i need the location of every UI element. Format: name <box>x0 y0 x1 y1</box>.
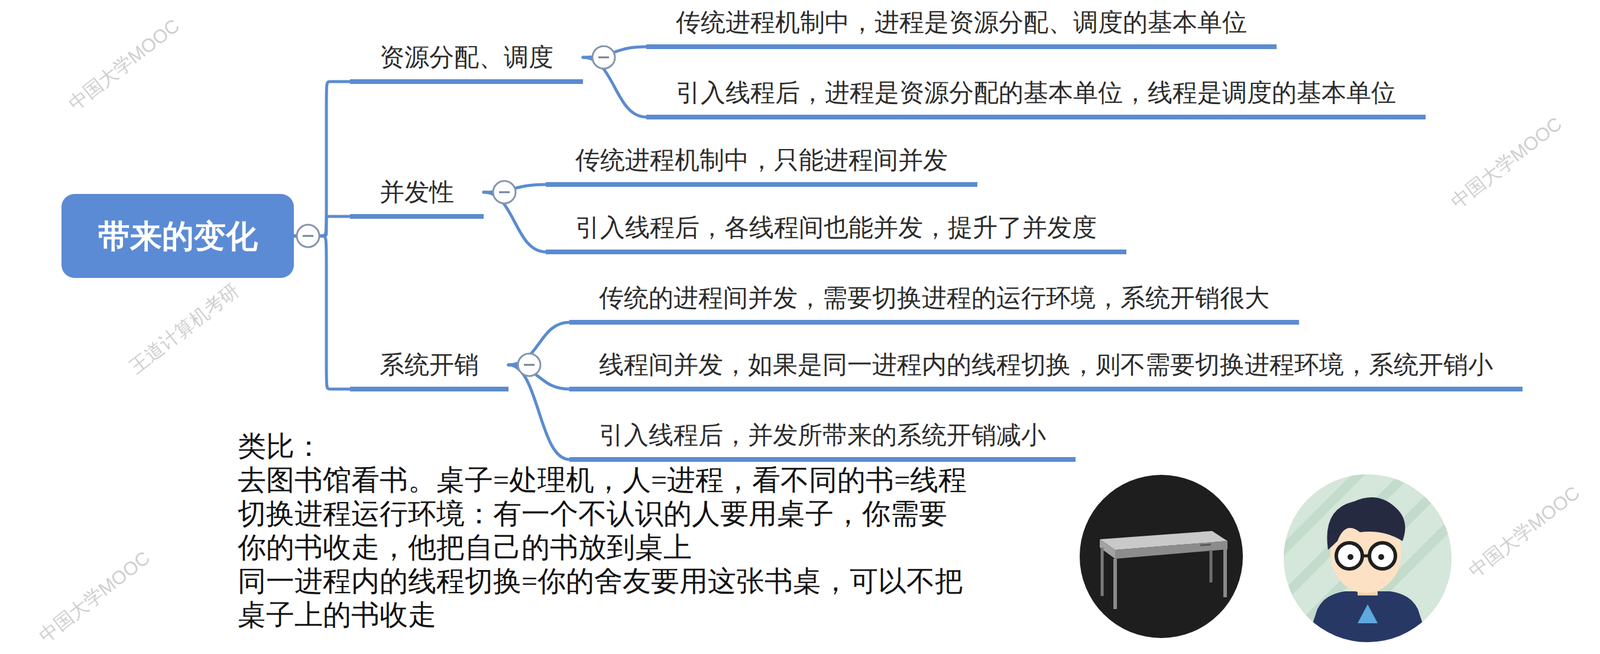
topic-text: 引入线程后，进程是资源分配的基本单位，线程是调度的基本单位 <box>675 79 1397 107</box>
toggle-minus <box>523 364 535 367</box>
topic-text: 引入线程后，各线程间也能并发，提升了并发度 <box>575 214 1097 242</box>
branch-connector <box>293 235 351 390</box>
root-topic: 带来的变化 <box>61 193 294 278</box>
branch-topic: 并发性 <box>350 176 484 219</box>
watermark: 王道计算机考研 <box>124 277 245 381</box>
person-icon-ground <box>1283 474 1452 643</box>
topic-text: 引入线程后，并发所带来的系统开销减小 <box>598 421 1046 449</box>
desk-leg <box>1209 549 1213 583</box>
collapse-toggle <box>296 224 320 248</box>
topic-text: 系统开销 <box>379 351 479 379</box>
topic-text: 线程间并发，如果是同一进程内的线程切换，则不需要切换进程环境，系统开销小 <box>598 351 1493 379</box>
person-shirt <box>1303 591 1432 651</box>
person-eye <box>1347 554 1354 560</box>
desk-icon-ground <box>1079 474 1243 638</box>
collapse-toggle <box>592 46 615 69</box>
topic-text: 资源分配、调度 <box>379 43 554 71</box>
desk-leg <box>1223 549 1227 598</box>
root-title: 带来的变化 <box>98 218 258 254</box>
watermark: 中国大学MOOC <box>1445 111 1568 216</box>
toggle-minus <box>302 235 314 238</box>
watermark: 中国大学MOOC <box>63 13 186 118</box>
collapse-toggle <box>493 180 516 204</box>
person-shirt-mark <box>1357 604 1378 624</box>
person-icon <box>1271 461 1461 651</box>
branch-connector <box>483 192 546 252</box>
topic-text: 传统的进程间并发，需要切换进程的运行环境，系统开销很大 <box>598 284 1270 312</box>
leaf-topic: 线程间并发，如果是同一进程内的线程切换，则不需要切换进程环境，系统开销小 <box>569 348 1523 392</box>
note-line: 去图书馆看书。桌子=处理机，人=进程，看不同的书=线程 <box>237 462 977 497</box>
branch-connector <box>508 364 570 460</box>
person-hair <box>1326 497 1405 550</box>
branch-topic: 系统开销 <box>350 348 509 392</box>
stripe <box>1283 467 1414 598</box>
collapse-toggles <box>296 46 615 377</box>
leaf-topic: 引入线程后，各线程间也能并发，提升了并发度 <box>545 211 1127 255</box>
topic-text: 并发性 <box>379 178 455 206</box>
toggle-minus <box>598 56 610 59</box>
toggle-circle <box>517 353 541 377</box>
leaf-topic: 引入线程后，进程是资源分配的基本单位，线程是调度的基本单位 <box>646 76 1426 120</box>
branch-connector <box>293 81 351 236</box>
topic-text: 传统进程机制中，只能进程间并发 <box>575 146 948 174</box>
leaf-topic: 传统进程机制中，进程是资源分配、调度的基本单位 <box>646 6 1277 50</box>
leaf-topic: 传统的进程间并发，需要切换进程的运行环境，系统开销很大 <box>569 282 1300 325</box>
topic-text: 传统进程机制中，进程是资源分配、调度的基本单位 <box>675 8 1248 37</box>
leaf-topic: 引入线程后，并发所带来的系统开销减小 <box>569 419 1076 462</box>
desk-icon <box>1079 474 1243 638</box>
toggle-circle <box>493 180 516 204</box>
person-glasses <box>1362 554 1370 558</box>
toggle-circle <box>592 46 615 69</box>
desk-leg <box>1113 558 1117 610</box>
person-icon-stripes <box>1271 461 1461 651</box>
desk-drawer <box>1200 544 1211 546</box>
toggle-circle <box>296 224 320 248</box>
person-glasses <box>1369 542 1396 569</box>
person-glasses <box>1336 542 1363 569</box>
toggle-minus <box>499 191 510 194</box>
desk-leg <box>1100 547 1104 597</box>
note-line: 切换进程运行环境：有一个不认识的人要用桌子，你需要 你的书收走，他把自己的书放到… <box>237 496 977 565</box>
collapse-toggle <box>517 353 541 377</box>
leaf-topic: 传统进程机制中，只能进程间并发 <box>545 144 978 187</box>
watermark: 中国大学MOOC <box>1463 480 1586 585</box>
person-eye <box>1378 554 1385 560</box>
branch-topic: 资源分配、调度 <box>350 41 584 84</box>
branch-connector <box>583 57 647 118</box>
note-line: 同一进程内的线程切换=你的舍友要用这张书桌，可以不把 桌子上的书收走 <box>237 564 977 632</box>
watermark: 中国大学MOOC <box>33 545 156 650</box>
